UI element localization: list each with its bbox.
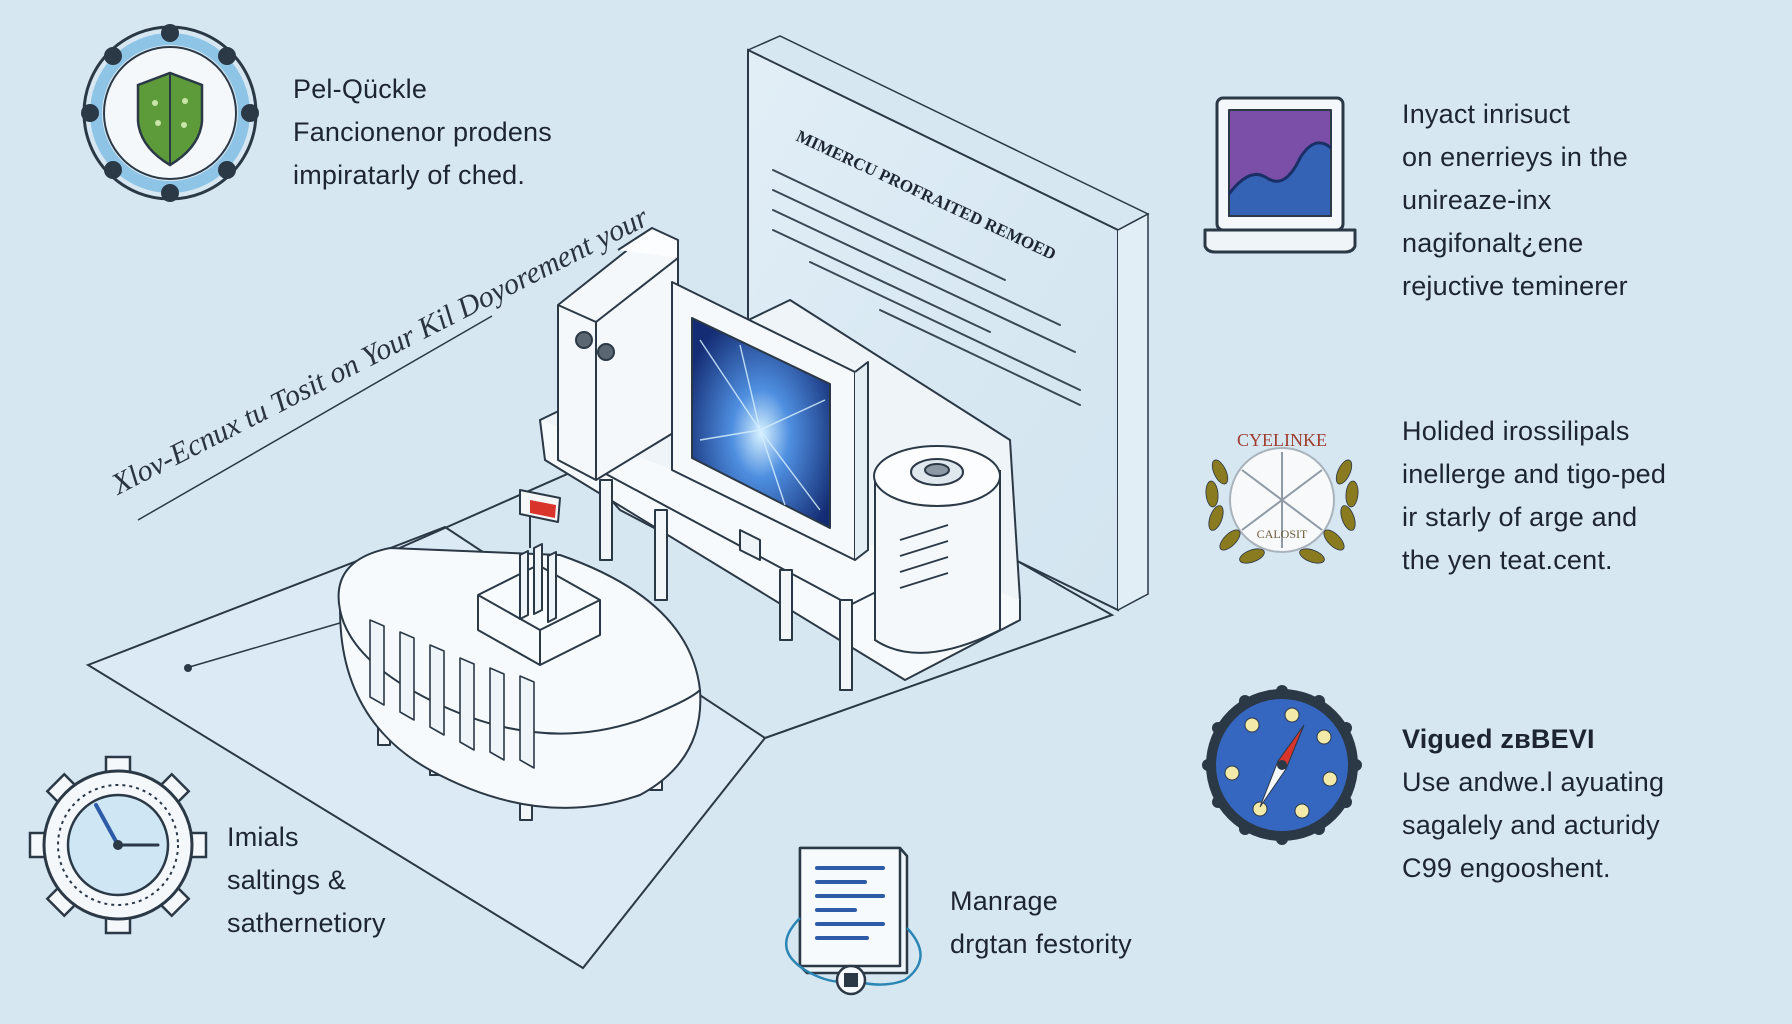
emblem-bottom-text: CALOSIT	[1257, 527, 1308, 541]
server-document-icon	[784, 846, 922, 996]
feature-server: Manrage drgtan festority	[950, 880, 1132, 966]
feature-line: inellerge and tigo-ped	[1402, 459, 1667, 489]
clock-gear-icon	[28, 755, 208, 935]
feature-clock: Imials saltings & sathernetiory	[227, 816, 386, 945]
compass-gear-icon	[1202, 685, 1362, 845]
feature-line: impiratarly of ched.	[293, 160, 526, 190]
laurel-emblem-icon: CYELINKE CALOSIT	[1205, 430, 1359, 564]
feature-line: Imials	[227, 822, 299, 852]
capsule-machine	[337, 489, 702, 821]
laptop-chart-icon	[1203, 96, 1357, 254]
feature-line: Manrage	[950, 886, 1058, 916]
feature-line: Use andwe.l ayuating	[1402, 767, 1665, 797]
feature-compass: Vigued zвBEVI Use andwe.l ayuating sagal…	[1402, 718, 1664, 890]
feature-line: Fancionenor prodens	[293, 117, 552, 147]
feature-line: nagifonalt¿ene	[1402, 228, 1584, 258]
feature-shield: Pel-Qückle Fancionenor prodens impiratar…	[293, 68, 552, 197]
feature-line: Inyact inrisuct	[1402, 99, 1571, 129]
shield-gear-icon	[81, 24, 259, 202]
feature-line: Pel-Qückle	[293, 74, 428, 104]
feature-line: rejuctive teminerer	[1402, 271, 1628, 301]
feature-line: sathernetiory	[227, 908, 386, 938]
feature-line: saltings &	[227, 865, 347, 895]
feature-line: ir starly of arge and	[1402, 502, 1638, 532]
feature-line: Holided irossilipals	[1402, 416, 1630, 446]
feature-line: unireaze-inx	[1402, 185, 1552, 215]
feature-line: on enerriеys in the	[1402, 142, 1628, 172]
feature-line: drgtan festority	[950, 929, 1132, 959]
workstation	[539, 227, 1021, 691]
feature-laurel: Holided irossilipals inellerge and tigo-…	[1402, 410, 1666, 582]
feature-line: the yen teat.cent.	[1402, 545, 1613, 575]
feature-line: sagalely and acturidy	[1402, 810, 1660, 840]
feature-line: C99 engooshent.	[1402, 853, 1611, 883]
feature-laptop: Inyact inrisuct on enerriеys in the unir…	[1402, 93, 1628, 308]
emblem-top-text: CYELINKE	[1237, 430, 1327, 450]
feature-title: Vigued zвBEVI	[1402, 724, 1595, 754]
